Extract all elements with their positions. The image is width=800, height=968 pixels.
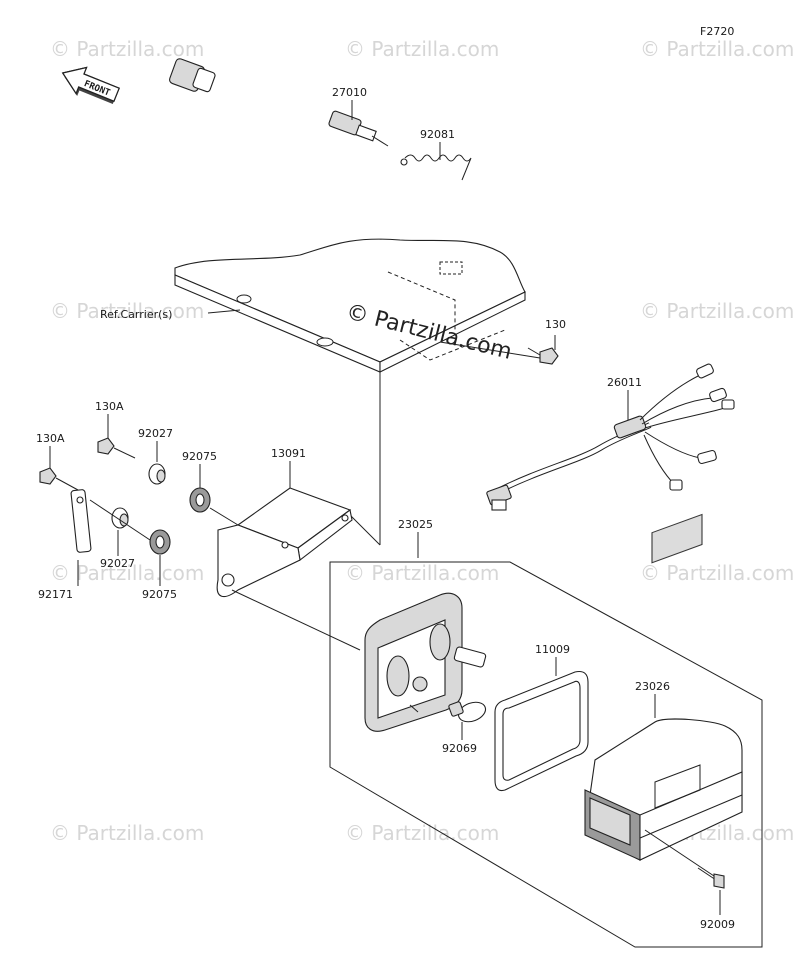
part-92075-upper[interactable]: [189, 487, 211, 513]
assembly-23025-box: [329, 561, 763, 948]
guide-lines: [349, 271, 541, 546]
part-11009[interactable]: [494, 670, 589, 792]
label-92027-upper: 92027: [138, 427, 173, 440]
part-27010[interactable]: [168, 58, 389, 147]
watermark: © Partzilla.com: [50, 37, 204, 61]
watermark: © Partzilla.com: [50, 821, 204, 845]
label-23025: 23025: [398, 518, 433, 531]
part-92027-lower[interactable]: [111, 507, 129, 529]
watermark: © Partzilla.com: [50, 561, 204, 585]
part-13091[interactable]: [216, 487, 353, 598]
part-130A-upper[interactable]: [97, 437, 136, 459]
watermark: © Partzilla.com: [345, 561, 499, 585]
part-130[interactable]: [527, 347, 559, 365]
label-11009: 11009: [535, 643, 570, 656]
label-92075-lower: 92075: [142, 588, 177, 601]
front-arrow-icon: FRONT: [61, 66, 120, 104]
part-130A-lower[interactable]: [39, 467, 79, 491]
watermark: © Partzilla.com: [345, 821, 499, 845]
part-92027-upper[interactable]: [148, 463, 166, 485]
label-92075-upper: 92075: [182, 450, 217, 463]
part-92069[interactable]: [448, 699, 488, 725]
part-92009[interactable]: [697, 867, 725, 889]
watermark: © Partzilla.com: [640, 561, 794, 585]
watermark: © Partzilla.com: [345, 37, 499, 61]
label-92171: 92171: [38, 588, 73, 601]
part-26011[interactable]: [486, 363, 735, 511]
label-92069: 92069: [442, 742, 477, 755]
label-92027-lower: 92027: [100, 557, 135, 570]
part-92171[interactable]: [70, 489, 92, 553]
label-26011: 26011: [607, 376, 642, 389]
label-130A-lower: 130A: [36, 432, 65, 445]
part-92075-lower[interactable]: [149, 529, 171, 555]
reference-label: Ref.Carrier(s): [100, 308, 172, 321]
label-13091: 13091: [271, 447, 306, 460]
watermark-layer: © Partzilla.com © Partzilla.com © Partzi…: [50, 37, 794, 845]
label-27010: 27010: [332, 86, 367, 99]
label-130: 130: [545, 318, 566, 331]
figure-code: F2720: [700, 25, 734, 38]
carrier-plate: [174, 238, 526, 390]
part-23025[interactable]: [364, 592, 487, 732]
label-23026: 23026: [635, 680, 670, 693]
part-23026[interactable]: [584, 513, 743, 861]
watermark: © Partzilla.com: [640, 37, 794, 61]
label-130A-upper: 130A: [95, 400, 124, 413]
watermark: © Partzilla.com: [50, 299, 204, 323]
label-92009: 92009: [700, 918, 735, 931]
watermark: © Partzilla.com: [640, 299, 794, 323]
part-92081[interactable]: [400, 154, 472, 181]
label-92081: 92081: [420, 128, 455, 141]
